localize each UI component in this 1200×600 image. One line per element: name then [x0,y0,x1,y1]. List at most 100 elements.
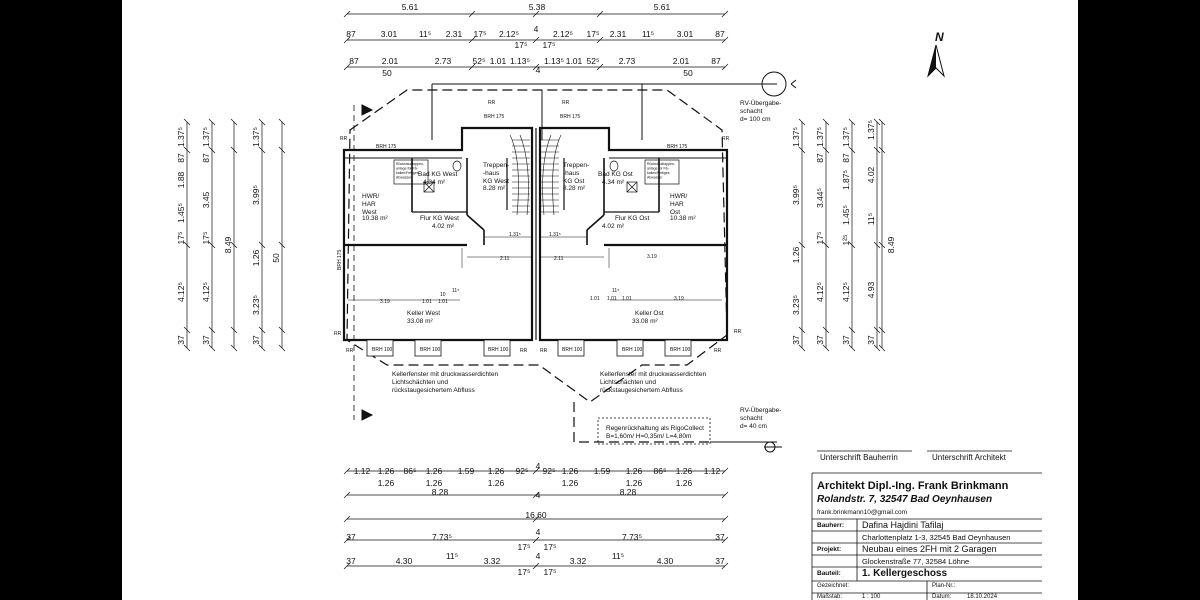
dimension-tick [721,10,729,18]
dim-text: 11⁵ [866,213,876,225]
note-line: Regenrückhaltung als RigoCollect [606,425,704,432]
dim-text: 4.12⁵ [176,282,186,302]
dim-text: 4.12⁵ [201,282,211,302]
dim-text: 3.23⁵ [251,295,261,315]
dimension-tick [343,515,351,523]
dim-text: 37 [866,335,876,345]
dim-text: 3.99⁵ [791,185,801,205]
brh-label: BRH 100 [670,347,691,353]
title-block-frame [811,472,1042,600]
room-area: 4.02 m² [432,223,455,230]
dimension-tick [183,326,191,334]
dim-text: 1.26 [426,466,443,476]
north-label: N [935,30,944,44]
brh-label: BRH 100 [562,347,583,353]
dim-text: 1.01 [566,56,583,66]
dim-text: 4 [536,551,541,561]
dim-text: 37 [715,532,725,542]
rr-label: RR [340,136,348,142]
part-name: 1. Kellergeschoss [862,568,948,579]
dim-text: 1.26 [488,466,505,476]
inner-dim: 10 [440,292,446,298]
firm-address: Rolandstr. 7, 32547 Bad Oeynhausen [817,494,993,505]
room-name: Bad KG West [418,171,457,178]
windows [366,339,692,357]
note-line: anlage für Fä- [647,167,670,171]
dim-text: 3.32 [484,556,501,566]
dim-text: 1.26 [562,478,579,488]
dimension-tick [878,146,886,154]
inner-dim: 1.01 [590,296,600,302]
dim-text: 5.61 [402,2,419,12]
dimension-tick [258,326,266,334]
dimension-tick [873,326,881,334]
dim-text: 92⁵ [516,466,529,476]
dim-text: 37 [176,335,186,345]
rr-label: RR [520,348,528,354]
room-name: Flur KG West [420,215,459,222]
dim-text: 17⁵ [543,40,556,50]
scale-value: 1 : 100 [862,594,881,600]
dim-text: 2.73 [619,56,636,66]
bottom-dimension-row5: 37 7.73⁵ 4 7.73⁵ 37 17⁵ 17⁵ [346,527,725,552]
dim-text: 11⁵ [446,551,458,561]
bottom-dimension-row1: 1.12 1.26 86⁵ 1.26 1.59 1.26 92⁵ 4 92⁵ 1… [354,461,721,476]
brh-label: BRH 100 [372,347,393,353]
top-dimension-row3: 87 2.01 2.73 52⁵ 1.01 1.13⁵ 4 1.13⁵ 1.01… [349,56,721,78]
dim-text: 37 [201,335,211,345]
dim-text: 7.73⁵ [432,532,452,542]
inner-dim: 1.01 [438,299,448,305]
dim-text: 1.37⁵ [841,127,851,147]
top-dimension-row2: 87 3.01 11⁵ 2.31 17⁵ 2.12⁵ 4 2.12⁵ 17⁵ 2… [346,24,725,50]
dim-text: 4.30 [396,556,413,566]
dim-text: 4.12⁵ [841,282,851,302]
dimension-tick [468,36,476,44]
dim-text: 37 [815,335,825,345]
brh-label: BRH 175 [560,114,581,120]
dim-text: 2.73 [435,56,452,66]
dim-text: 5.61 [654,2,671,12]
note-line: anlage für Fä- [396,167,419,171]
bathroom-fixtures [393,159,680,193]
dim-text: 3.01 [677,29,694,39]
dimension-tick [278,326,286,334]
bottom-dimension-row3: 8.28 4 8.28 [432,487,637,500]
dimension-tick [208,241,216,249]
dim-text: 1.88 [176,171,186,188]
dimension-tick [721,536,729,544]
dim-text: 1.45⁵ [176,203,186,223]
dimension-tick [721,467,729,475]
dim-text: 11⁵ [612,551,624,561]
brh-label: BRH 100 [420,347,441,353]
plan-annotations: BRH 175 BRH 175 BRH 175 BRH 175 BRH 175 … [334,100,742,354]
room-name-line: West [362,209,377,216]
dim-text: 3.99⁵ [251,185,261,205]
rv-line: schacht [740,108,763,115]
room-name: Flur KG Ost [615,215,650,222]
dim-text: 1.37⁵ [866,120,876,140]
north-arrow: N [927,30,945,78]
rv-line: schacht [740,415,763,422]
note-line: B=1,60m/ H=0,35m/ L=4,80m [606,433,691,440]
dimension-tick [183,118,191,126]
dim-text: 17⁵ [518,542,531,552]
dimension-tick [848,146,856,154]
note-line: Rückstauklappen- [396,162,425,166]
dimension-tick [878,344,886,352]
dim-text: 4.02 [866,166,876,183]
signature-owner-label: Unterschrift Bauherrin [820,453,898,462]
dimension-tick [258,241,266,249]
brh-label: BRH 175 [667,144,688,150]
rr-label: RR [734,329,742,335]
inner-dim: 3.19 [674,296,684,302]
dim-text: 1.26 [676,466,693,476]
dimension-tick [278,118,286,126]
dim-text: 7.73⁵ [622,532,642,542]
